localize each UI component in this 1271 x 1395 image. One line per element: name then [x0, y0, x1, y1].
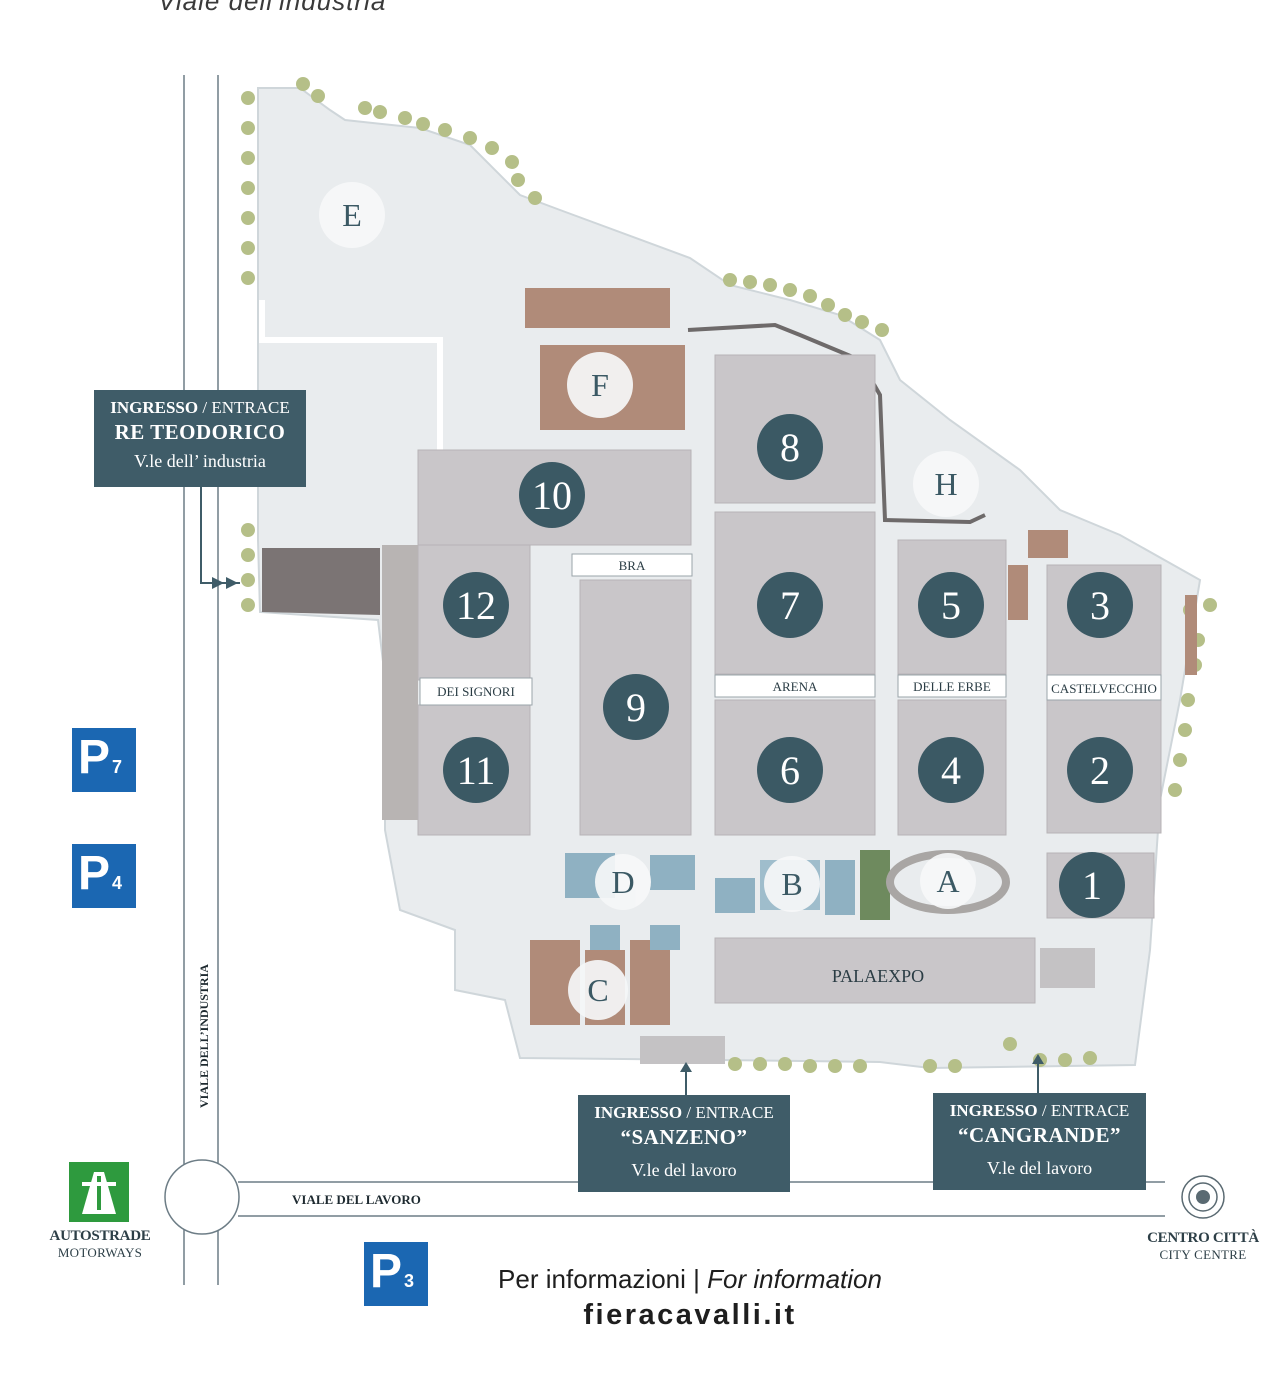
- area-letter-c: C: [587, 972, 608, 1008]
- hall-markers: [443, 414, 1133, 918]
- information-footer: Per informazioni | For information fiera…: [440, 1264, 940, 1332]
- hall-number-9: 9: [626, 685, 646, 730]
- road-label-viale-industria: VIALE DELL’INDUSTRIA: [197, 964, 211, 1108]
- info-text-it: Per informazioni |: [498, 1264, 708, 1294]
- entrance-name: “SANZENO”: [620, 1125, 748, 1149]
- entrance-label-bold: INGRESSO: [594, 1103, 683, 1122]
- website-link[interactable]: fieracavalli.it: [583, 1299, 797, 1331]
- entrance-label-rest: / ENTRACE: [1041, 1101, 1130, 1120]
- service-structures: [525, 288, 1197, 1064]
- hall-number-2: 2: [1090, 748, 1110, 793]
- top-road-label-cut: Viale dell'industria: [158, 0, 387, 16]
- area-letter-a: A: [936, 863, 959, 899]
- hall-number-10: 10: [532, 473, 572, 518]
- hall-number-3: 3: [1090, 583, 1110, 628]
- area-letter-h: H: [934, 466, 957, 502]
- road-label-viale-lavoro: VIALE DEL LAVORO: [292, 1192, 421, 1207]
- info-text-en: For information: [707, 1264, 882, 1294]
- entrance-label-bold: INGRESSO: [949, 1101, 1038, 1120]
- entrance-box-sanzeno: INGRESSO / ENTRACE “SANZENO” V.le del la…: [578, 1095, 790, 1192]
- area-letter-d: D: [611, 864, 634, 900]
- entrance-ramp-re-teodorico: [262, 548, 380, 615]
- hall-number-6: 6: [780, 748, 800, 793]
- viale-industria-road: [183, 75, 219, 1285]
- palaexpo-building: [714, 937, 1036, 1004]
- entrance-label-rest: / ENTRACE: [686, 1103, 774, 1122]
- entrance-name: RE TEODORICO: [114, 420, 286, 444]
- parking-number: 7: [112, 757, 123, 777]
- hall-number-4: 4: [941, 748, 961, 793]
- parking-letter: P: [370, 1245, 403, 1298]
- parking-letter: P: [78, 847, 111, 900]
- motorways-caption: AUTOSTRADE MOTORWAYS: [30, 1228, 170, 1261]
- area-markers: [319, 182, 979, 1020]
- hall-number-8: 8: [780, 425, 800, 470]
- entrance-name: “CANGRANDE”: [958, 1123, 1121, 1147]
- palaexpo-label: PALAEXPO: [832, 966, 924, 986]
- roundabout: [164, 1159, 240, 1235]
- gallery-label-dei-signori: DEI SIGNORI: [437, 684, 515, 699]
- motorways-label-en: MOTORWAYS: [57, 1245, 143, 1260]
- hall-number-5: 5: [941, 583, 961, 628]
- motorways-label-it: AUTOSTRADE: [49, 1228, 151, 1244]
- parking-sign-p4: P 4: [72, 844, 136, 908]
- gallery-label-delle-erbe: DELLE ERBE: [913, 679, 991, 694]
- parking-number: 3: [404, 1271, 415, 1291]
- entrance-street: V.le dell’ industria: [134, 451, 266, 471]
- hall-number-12: 12: [456, 583, 496, 628]
- parking-number: 4: [112, 873, 123, 893]
- parking-sign-p7: P 7: [72, 728, 136, 792]
- gallery-bands: [419, 553, 1162, 706]
- entrance-label-bold: INGRESSO: [110, 398, 199, 417]
- entrance-box-cangrande: INGRESSO / ENTRACE “CANGRANDE” V.le del …: [933, 1093, 1146, 1190]
- gallery-label-bra: BRA: [619, 558, 646, 573]
- motorway-icon: [69, 1162, 129, 1222]
- entrance-label-rest: / ENTRACE: [202, 398, 290, 417]
- gallery-label-castelvecchio: CASTELVECCHIO: [1051, 681, 1157, 696]
- area-letter-e: E: [342, 197, 362, 233]
- entrance-street: V.le del lavoro: [631, 1160, 737, 1180]
- walkway-dei-signori: [382, 545, 418, 820]
- entrance-arrows: [200, 487, 1044, 1095]
- city-centre-icon: [1181, 1175, 1225, 1219]
- city-centre-caption: CENTRO CITTÀ CITY CENTRE: [1135, 1230, 1271, 1263]
- entrance-street: V.le del lavoro: [986, 1158, 1093, 1178]
- entrance-box-re-teodorico: INGRESSO / ENTRACE RE TEODORICO V.le del…: [94, 390, 306, 487]
- area-letter-f: F: [591, 367, 609, 403]
- hall-number-7: 7: [780, 583, 800, 628]
- area-e-boundary: [259, 300, 443, 450]
- hall-number-11: 11: [457, 748, 496, 793]
- parking-sign-p3: P 3: [364, 1242, 428, 1306]
- area-letter-b: B: [781, 866, 802, 902]
- city-centre-label-en: CITY CENTRE: [1159, 1247, 1247, 1262]
- gallery-label-arena: ARENA: [773, 679, 818, 694]
- hall-number-1: 1: [1082, 863, 1102, 908]
- city-centre-label-it: CENTRO CITTÀ: [1147, 1230, 1259, 1246]
- parking-letter: P: [78, 731, 111, 784]
